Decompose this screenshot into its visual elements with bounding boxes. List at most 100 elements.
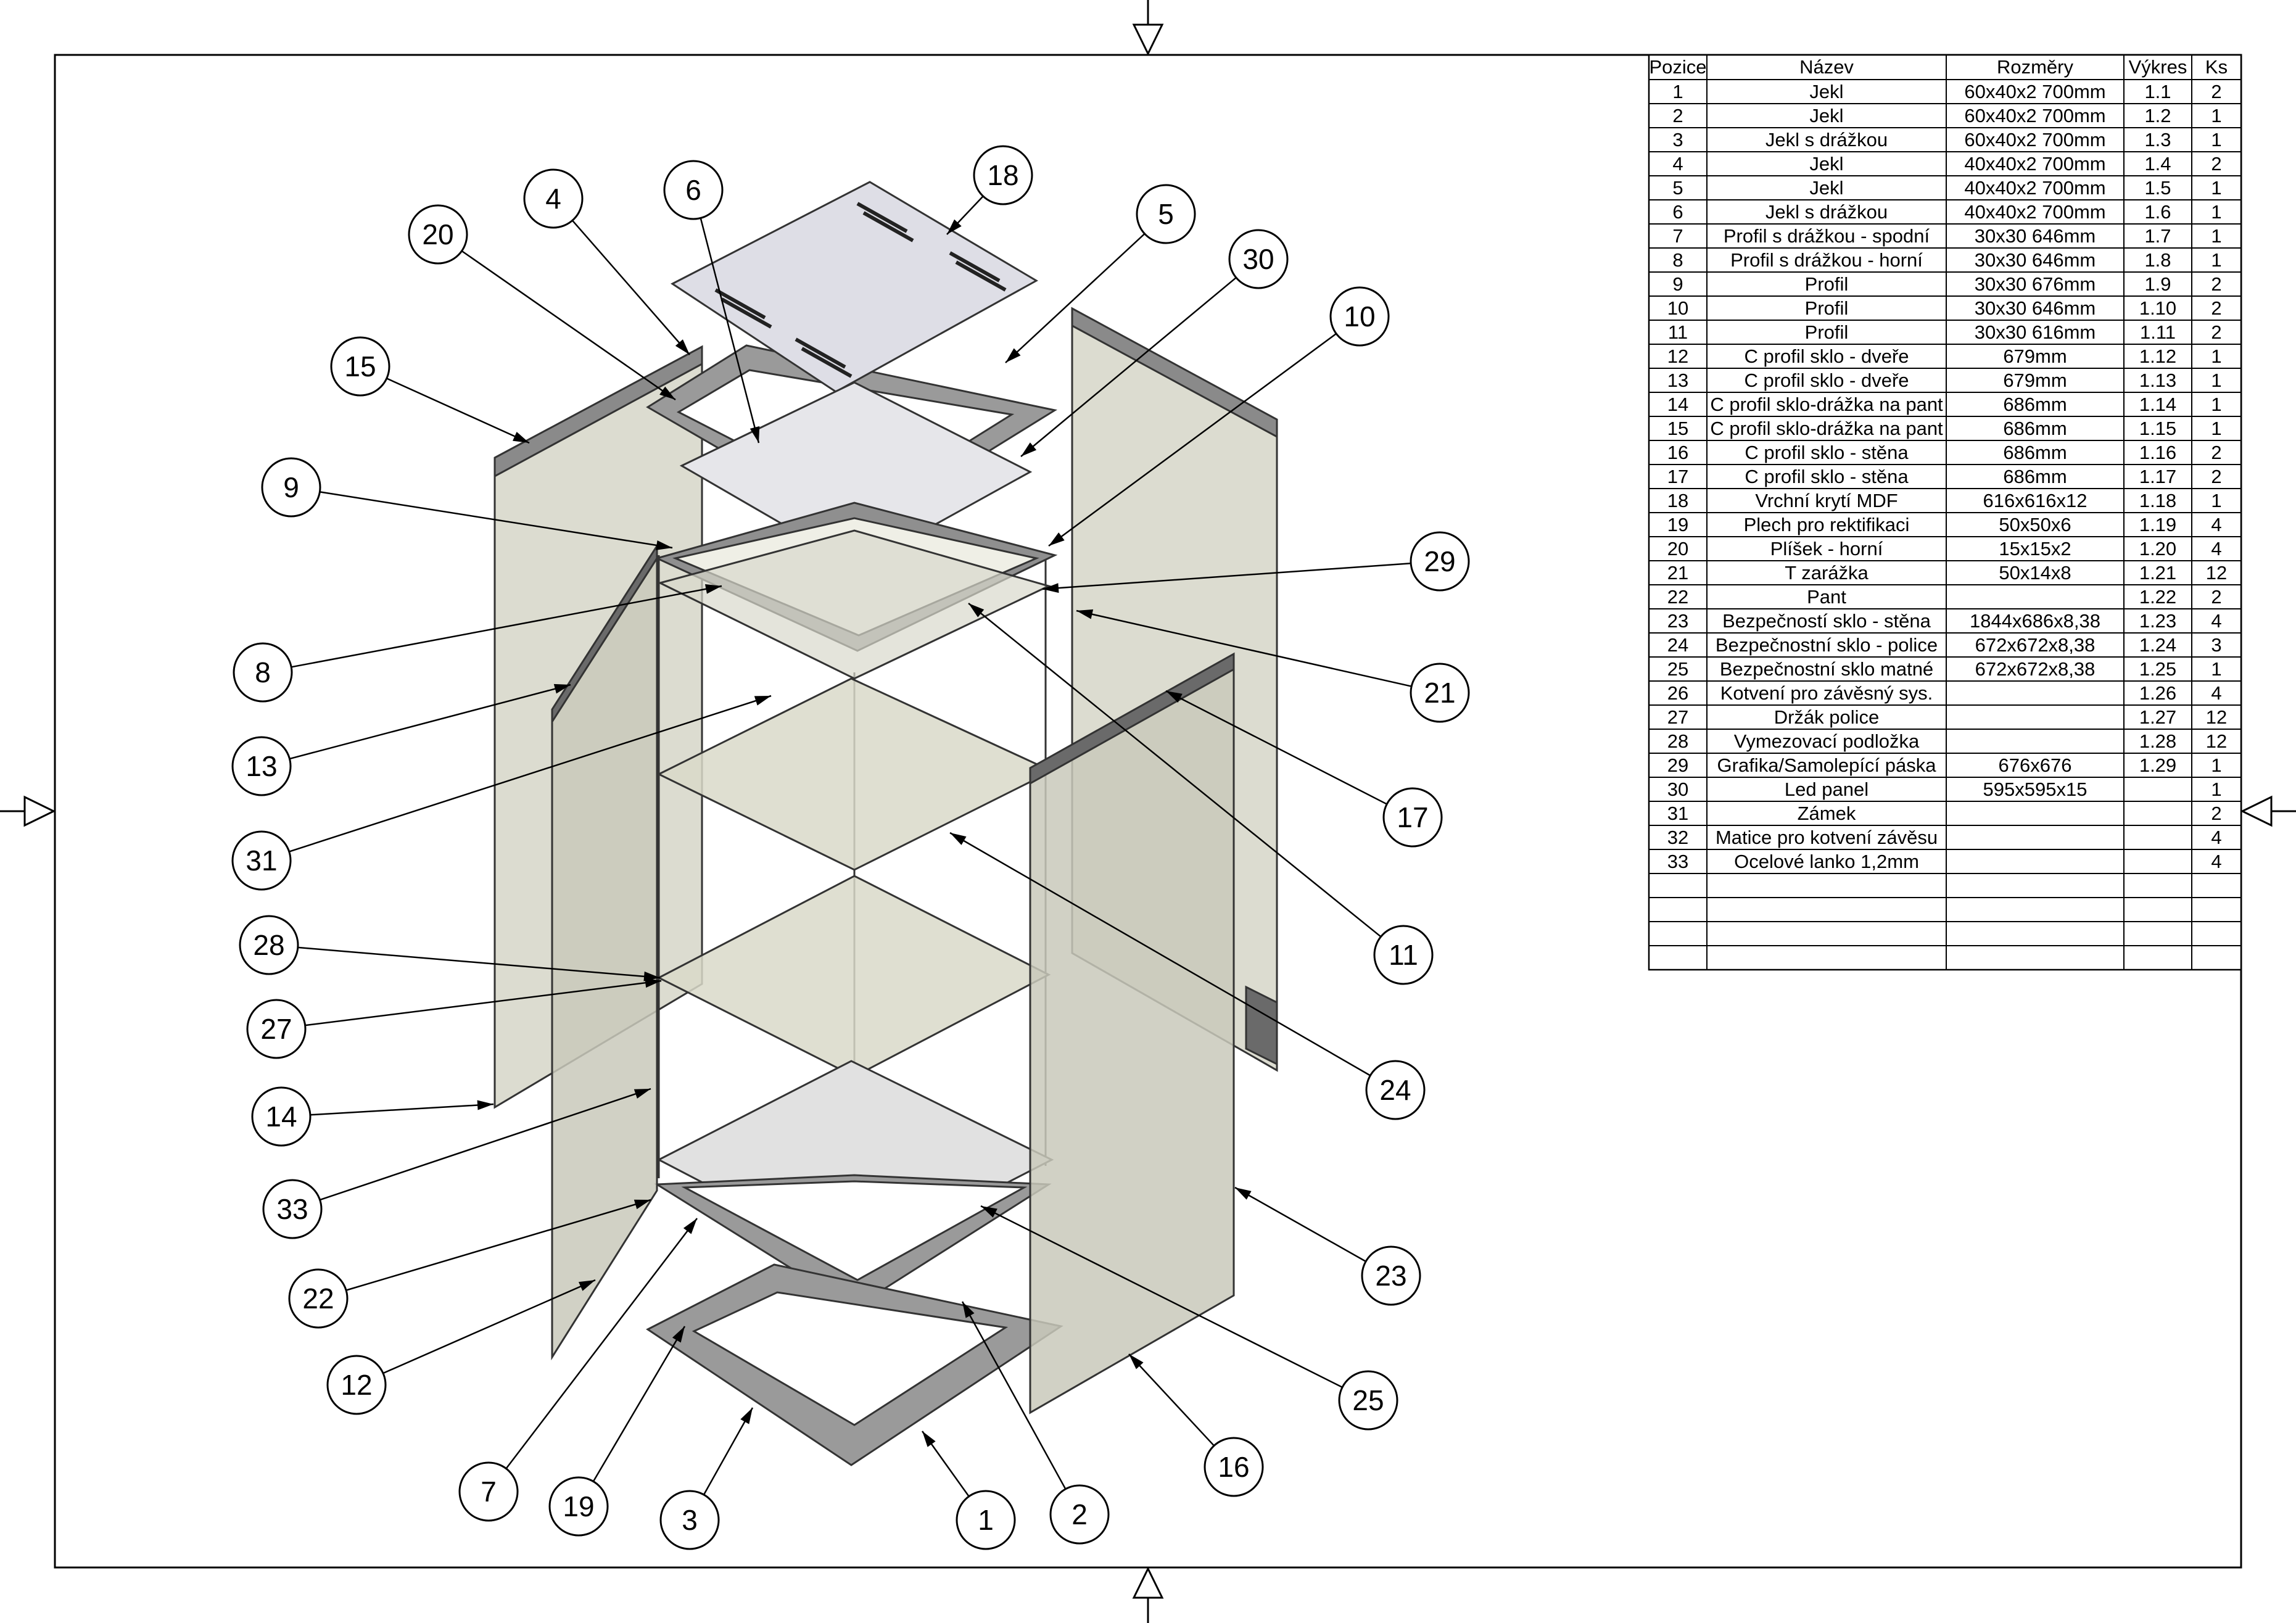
bom-cell: 1.23 [2139, 610, 2176, 632]
bom-cell: 1.2 [2144, 105, 2171, 126]
bom-cell: C profil sklo - dveře [1744, 370, 1909, 391]
balloon-label: 5 [1158, 198, 1174, 230]
balloon-label: 1 [978, 1504, 994, 1536]
balloon-circle [408, 204, 468, 265]
bom-cell: C profil sklo - stěna [1745, 466, 1909, 487]
bom-cell: Vrchní krytí MDF [1755, 490, 1898, 511]
bom-cell: 2 [2211, 803, 2221, 824]
leader-arrowhead [1129, 1354, 1144, 1369]
bom-cell: 30 [1667, 778, 1688, 800]
bom-cell: 1 [2211, 754, 2221, 776]
bom-cell: 679mm [2003, 345, 2067, 367]
leader-line [700, 218, 760, 444]
balloon-circle [458, 1461, 519, 1522]
bom-cell: 32 [1667, 827, 1688, 848]
bom-cell: Jekl [1809, 177, 1843, 199]
bom-cell: C profil sklo - stěna [1745, 442, 1909, 463]
leader-line [1020, 277, 1237, 457]
graphic-sticker [657, 529, 1052, 680]
bom-cell: Grafika/Samolepící páska [1717, 754, 1937, 776]
leader-line [386, 378, 530, 444]
leader-line [289, 683, 571, 760]
bom-cell: Plíšek - horní [1770, 538, 1883, 560]
balloon-circle [1382, 787, 1443, 848]
balloon-circle [246, 999, 307, 1059]
leader-arrowhead [645, 978, 661, 988]
bottom-steel-frame-inner [692, 1291, 1009, 1426]
balloon-circle [233, 642, 293, 703]
leader-line [305, 980, 662, 1026]
bom-cell: 16 [1667, 442, 1688, 463]
leader-line [949, 832, 1371, 1076]
door-c-profile-left [551, 542, 658, 725]
balloon-circle [1361, 1245, 1421, 1306]
balloon-label: 2 [1072, 1498, 1088, 1530]
bom-cell: 679mm [2003, 370, 2067, 391]
bom-cell: 33 [1667, 851, 1688, 872]
leader-arrowhead [750, 426, 760, 443]
bom-cell: 3 [2211, 634, 2221, 656]
bom-cell: 60x40x2 700mm [1964, 105, 2105, 126]
bom-cell: T zarážka [1785, 562, 1869, 584]
bom-cell: 17 [1667, 466, 1688, 487]
bom-cell: Profil s drážkou - spodní [1724, 225, 1930, 247]
balloon-label: 17 [1397, 801, 1428, 833]
leader-line [1234, 1186, 1366, 1262]
leader-arrowhead [656, 540, 672, 550]
balloon-label: 7 [481, 1476, 497, 1508]
leader-line [382, 1279, 596, 1374]
bom-cell: 3 [1672, 129, 1683, 151]
bom-cell: 40x40x2 700mm [1964, 201, 2105, 223]
balloon-circle [1204, 1437, 1264, 1497]
bom-cell: 4 [2211, 682, 2221, 704]
balloon-label: 21 [1424, 677, 1455, 709]
bom-cell: 11 [1668, 321, 1688, 343]
bom-cell: 12 [2206, 706, 2227, 728]
bom-cell: 1.29 [2139, 754, 2176, 776]
bom-cell: 1 [2211, 658, 2221, 680]
bom-cell: 2 [2211, 321, 2221, 343]
balloon-circle [1373, 925, 1434, 985]
bom-cell: 672x672x8,38 [1975, 634, 2096, 656]
glass-shelf-2 [656, 875, 1051, 1078]
leader-line [1076, 609, 1412, 687]
bom-cell: 1 [2211, 778, 2221, 800]
leader-line [1128, 1353, 1215, 1447]
bom-cell: 676x676 [1999, 754, 2072, 776]
bom-cell: 60x40x2 700mm [1964, 81, 2105, 102]
balloon-label: 24 [1379, 1074, 1411, 1106]
balloon-circle [1329, 286, 1390, 347]
bom-header-cell: Výkres [2129, 56, 2187, 78]
bom-cell: 1.9 [2144, 273, 2171, 295]
balloon-circle [1136, 184, 1196, 244]
balloon-label: 12 [341, 1369, 372, 1401]
leader-line [571, 220, 690, 355]
bom-cell: 1 [2211, 370, 2221, 391]
balloon-circle [659, 1490, 720, 1550]
leader-line [1048, 332, 1337, 547]
bom-cell: 1 [2211, 249, 2221, 271]
bom-cell: 15x15x2 [1999, 538, 2071, 560]
leader-line [310, 1103, 494, 1116]
bom-cell: 2 [2211, 586, 2221, 608]
balloon-label: 23 [1375, 1260, 1406, 1292]
door-glass-right [1029, 655, 1235, 1414]
bom-cell: 12 [2206, 562, 2227, 584]
leader-arrowhead [477, 1100, 493, 1110]
leader-line [980, 1205, 1343, 1389]
leader-line [968, 603, 1382, 938]
leader-arrowhead [922, 1431, 936, 1447]
balloon-label: 8 [255, 656, 271, 688]
bom-cell: Jekl s drážkou [1765, 201, 1888, 223]
bom-cell: 18 [1667, 490, 1688, 511]
bom-cell: 1.3 [2144, 129, 2171, 151]
bom-cell: 40x40x2 700mm [1964, 153, 2105, 175]
bom-cell: 6 [1672, 201, 1683, 223]
balloon-label: 6 [685, 174, 701, 206]
balloon-label: 3 [682, 1504, 698, 1536]
bom-cell: 4 [2211, 827, 2221, 848]
bom-cell: 1.22 [2139, 586, 2176, 608]
bom-cell: 2 [1672, 105, 1683, 126]
balloon-circle [261, 457, 321, 518]
leader-arrowhead [1076, 609, 1094, 619]
